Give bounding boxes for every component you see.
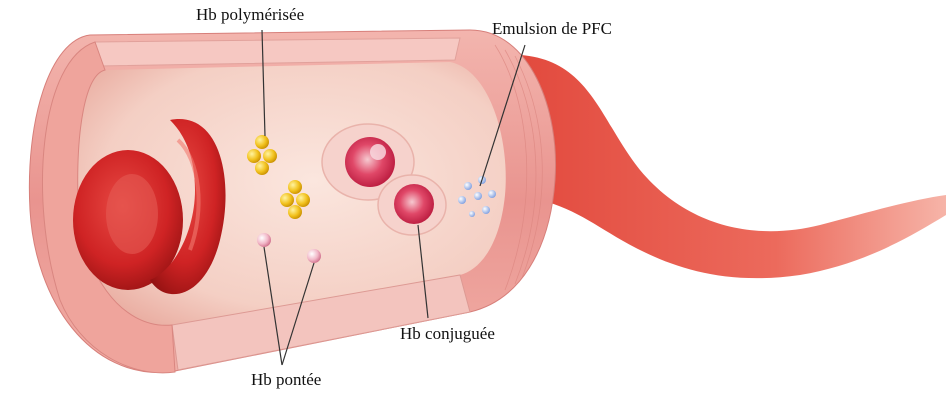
label-hb-pontee: Hb pontée [251, 371, 321, 388]
label-hb-conjuguee: Hb conjuguée [400, 325, 495, 342]
label-hb-polymerisee: Hb polymérisée [196, 6, 304, 23]
label-emulsion-pfc: Emulsion de PFC [492, 20, 612, 37]
vessel-tail [520, 55, 946, 278]
